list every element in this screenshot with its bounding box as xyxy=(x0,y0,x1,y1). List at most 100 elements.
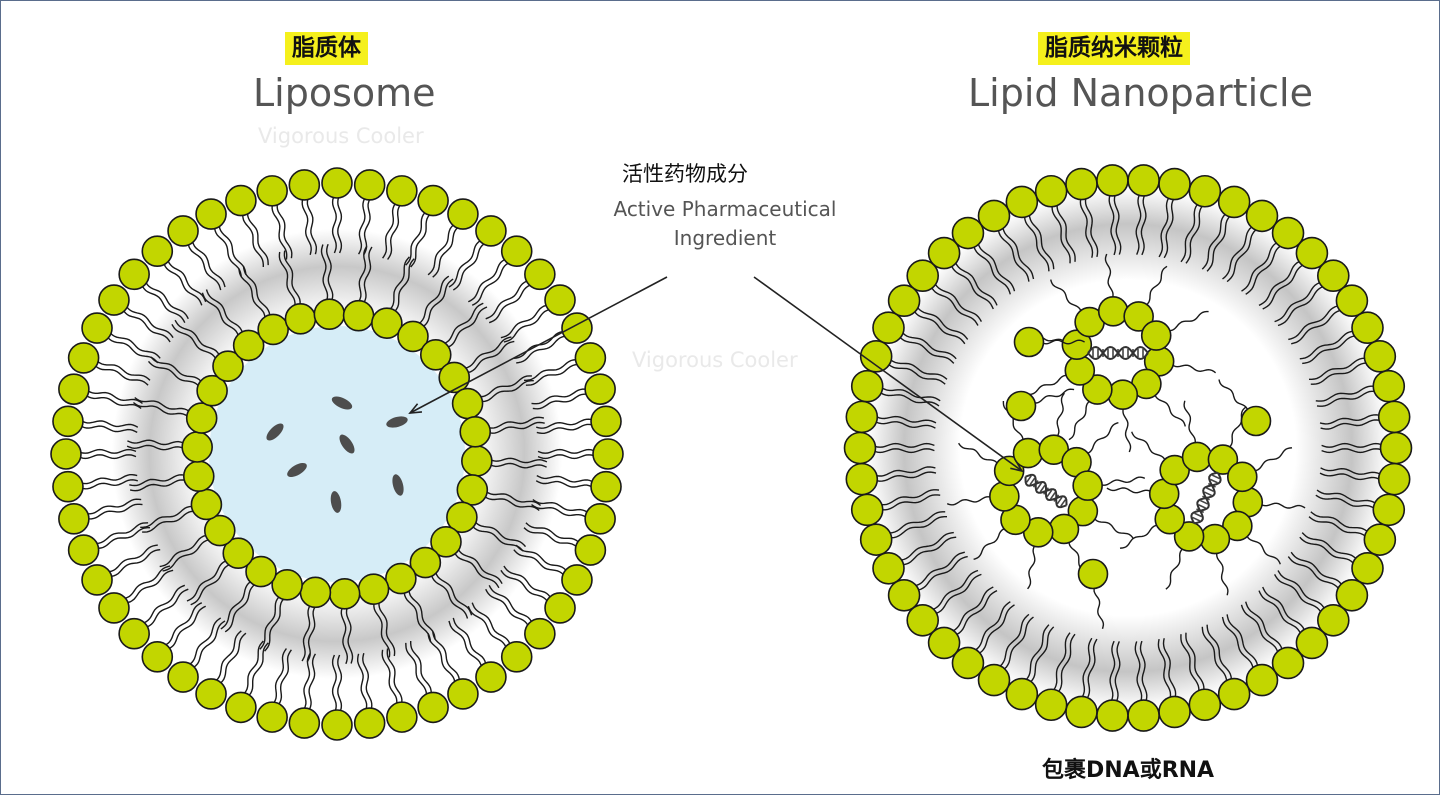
lipid-head-icon xyxy=(561,564,593,596)
lipid-tail xyxy=(393,258,415,314)
lipid-tail xyxy=(220,579,253,630)
lipid-tail xyxy=(1299,536,1356,566)
lnp-free-lipid xyxy=(1013,326,1085,358)
lipid-head-icon xyxy=(1005,185,1039,219)
liposome-outer-lipid xyxy=(67,522,150,566)
lipid-tail xyxy=(1079,196,1094,258)
lipid-tail xyxy=(1113,192,1122,255)
liposome-outer-lipid xyxy=(67,342,151,386)
lipid-tail xyxy=(915,555,968,592)
lipid-tail xyxy=(872,442,935,448)
lnp-shell-lipid xyxy=(1096,164,1129,256)
lnp-shell-lipid xyxy=(1034,174,1076,264)
lnp-cn-label: 脂质纳米颗粒 xyxy=(1038,32,1190,66)
liposome-inner-lipid xyxy=(459,415,545,448)
lnp-shell-lipid xyxy=(927,586,998,660)
dna-base-pair xyxy=(1200,499,1208,505)
lipid-head-icon xyxy=(574,342,607,374)
lipid-tail xyxy=(879,494,941,511)
lipid-tail xyxy=(106,544,158,573)
lipid-tail xyxy=(1134,641,1143,704)
lipid-tail xyxy=(912,309,966,345)
lnp-ionizable-lipid xyxy=(1226,447,1293,493)
lipid-tail xyxy=(1226,227,1259,283)
lipid-head-icon xyxy=(225,691,257,724)
lipid-tail xyxy=(886,362,946,385)
lipid-tail xyxy=(1157,638,1172,701)
lipid-tail xyxy=(513,549,566,578)
liposome-outer-lipid xyxy=(141,235,207,306)
liposome-outer-lipid xyxy=(52,470,138,503)
dna-base-pair xyxy=(1025,475,1032,483)
lipid-head-icon xyxy=(592,438,624,470)
lipid-tail xyxy=(93,522,149,545)
lipid-tail xyxy=(524,359,579,381)
lipid-tail xyxy=(997,613,1030,669)
lipid-tail xyxy=(134,397,192,414)
liposome-inner-lipid xyxy=(313,243,346,331)
lipid-head-icon xyxy=(225,184,257,217)
lipid-head-icon xyxy=(195,198,227,230)
lnp-shell-lipid xyxy=(951,601,1015,680)
lipid-tail xyxy=(127,439,186,446)
lipid-tail xyxy=(362,246,373,305)
lipid-tail xyxy=(271,203,288,260)
lipid-tail xyxy=(1183,400,1197,446)
drug-particle-icon xyxy=(331,396,353,410)
liposome-outer-lipid xyxy=(50,438,137,470)
liposome-outer-lipid xyxy=(382,175,418,260)
lnp-shell-lipid xyxy=(906,259,983,326)
lnp-shell-lipid xyxy=(927,236,998,310)
lipid-head-icon xyxy=(271,569,303,601)
lipid-head-icon xyxy=(887,284,921,318)
lipid-head-icon xyxy=(212,350,244,382)
lipid-tail xyxy=(242,212,264,267)
lipid-tail xyxy=(1288,304,1341,341)
lipid-tail xyxy=(122,565,171,600)
liposome-outer-lipid xyxy=(467,602,533,673)
lnp-ionizable-lipid xyxy=(1072,470,1146,501)
lipid-head-icon xyxy=(1096,699,1129,732)
lipid-head-icon xyxy=(1335,578,1369,612)
lipid-head-icon xyxy=(1034,688,1068,722)
liposome-outer-lipid xyxy=(58,498,143,535)
lipid-head-icon xyxy=(438,361,471,394)
lipid-head-icon xyxy=(98,284,130,316)
lipid-tail xyxy=(878,391,940,407)
lipid-tail xyxy=(1206,624,1233,682)
lipid-head-icon xyxy=(196,374,228,407)
liposome-outer-lipid xyxy=(427,630,479,710)
lipid-tail xyxy=(485,279,530,320)
lipid-tail xyxy=(531,388,588,405)
lipid-head-icon xyxy=(872,311,905,345)
lipid-tail xyxy=(1028,212,1055,270)
lnp-inverted-micelle xyxy=(1106,400,1306,596)
lipid-tail xyxy=(1084,195,1099,258)
liposome-inner-lipid xyxy=(451,375,534,420)
liposome-outer-lipid xyxy=(524,342,607,386)
lnp-shell-lipid xyxy=(1299,532,1384,585)
lipid-tail xyxy=(307,653,317,712)
lipid-head-icon xyxy=(141,235,174,267)
arrowhead-icon xyxy=(408,403,423,414)
liposome-outer-lipid xyxy=(256,648,292,733)
lipid-tail xyxy=(930,569,979,611)
lnp-shell-lipid xyxy=(1005,624,1055,711)
lipid-tail xyxy=(302,652,311,712)
lipid-tail xyxy=(1201,626,1228,684)
lipid-head-icon xyxy=(58,503,90,535)
lipid-tail xyxy=(1140,192,1147,256)
liposome-outer-lipid xyxy=(448,215,507,291)
lipid-head-icon xyxy=(67,342,100,374)
liposome-outer-lipid xyxy=(81,544,161,596)
lipid-tail xyxy=(1050,279,1083,314)
lnp-shell-lipid xyxy=(906,569,982,637)
api-en-label: Active Pharmaceutical Ingredient xyxy=(575,195,875,253)
drug-particle-icon xyxy=(287,463,307,477)
lipid-tail xyxy=(84,498,142,515)
lipid-head-icon xyxy=(1217,677,1251,711)
liposome-outer-lipid xyxy=(288,169,321,255)
lnp-shell-lipid xyxy=(859,340,948,385)
liposome-outer-lipid xyxy=(52,405,139,438)
lipid-tail xyxy=(301,603,312,662)
